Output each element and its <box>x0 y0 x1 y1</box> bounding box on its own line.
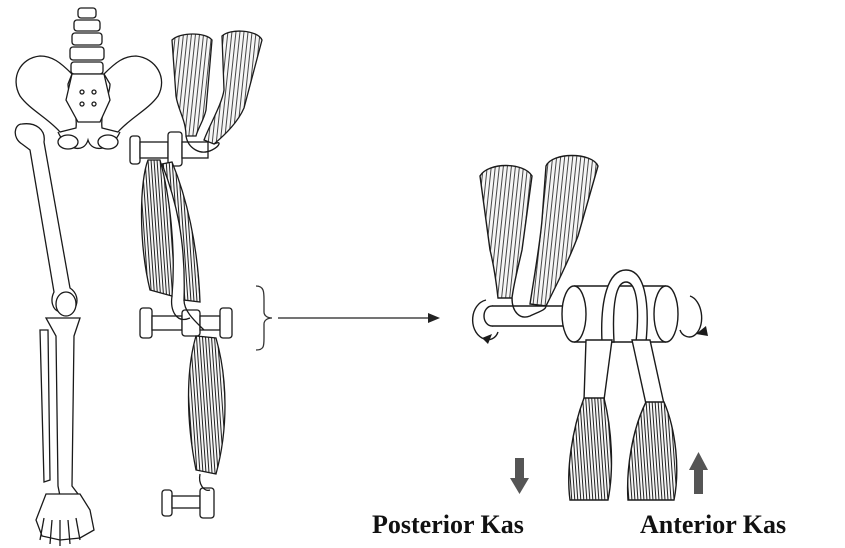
big-cylinder-right <box>654 286 678 342</box>
femur <box>15 124 77 312</box>
foot <box>36 494 94 546</box>
hip-pulley <box>130 132 208 166</box>
rotation-arrow-right-icon <box>680 296 702 337</box>
connector-arrowhead <box>428 313 440 323</box>
anterior-up-arrow-icon <box>689 452 708 494</box>
magnified-pulley <box>473 156 708 501</box>
big-cylinder-left <box>562 286 586 342</box>
tibia <box>46 318 80 496</box>
lower-anterior-tendon <box>632 340 664 404</box>
spine <box>70 8 104 74</box>
patella <box>56 292 76 316</box>
posterior-muscle-label: Posterior Kas <box>372 510 524 540</box>
knee-pulley <box>140 308 232 338</box>
lower-anterior-muscle <box>628 402 677 500</box>
skeleton <box>15 8 161 546</box>
posterior-down-arrow-icon <box>510 458 529 494</box>
lower-posterior-muscle <box>569 398 612 500</box>
ankle-pulley <box>162 488 214 518</box>
upper-muscle-anterior <box>204 31 262 144</box>
shank-muscle <box>189 336 226 474</box>
fibula <box>40 330 50 482</box>
magnified-posterior-upper-muscle <box>480 166 532 299</box>
magnified-anterior-upper-muscle <box>530 156 598 307</box>
anterior-muscle-label: Anterior Kas <box>640 510 786 540</box>
big-cylinder-body <box>574 286 666 342</box>
lower-posterior-tendon <box>584 340 612 400</box>
upper-muscle-posterior <box>172 34 212 136</box>
bracket <box>256 286 272 350</box>
